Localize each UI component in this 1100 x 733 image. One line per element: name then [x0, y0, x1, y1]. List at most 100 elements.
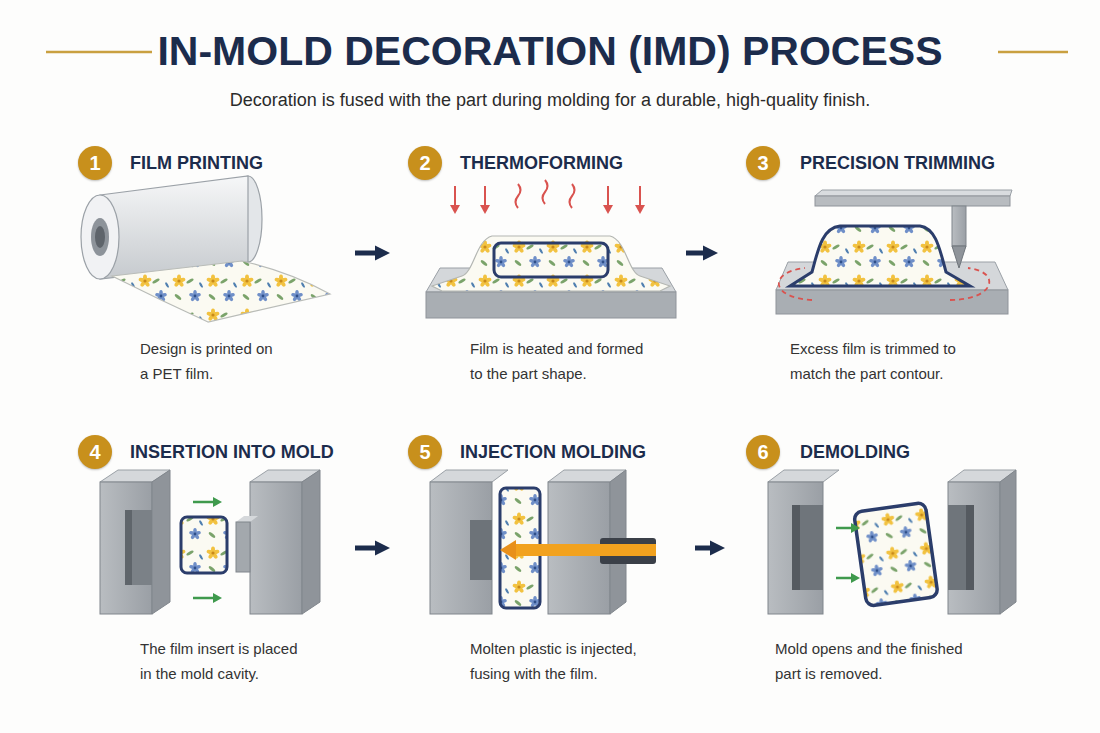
mold-half — [966, 505, 974, 590]
film-roll — [95, 226, 105, 248]
motion-arrow — [213, 497, 222, 507]
finished-part — [854, 502, 939, 606]
mold-half — [948, 470, 1016, 614]
film-insert — [181, 517, 227, 573]
motion-arrow — [836, 527, 852, 530]
flow-arrow — [686, 251, 706, 256]
heat-arrow — [607, 186, 609, 206]
process-step: INSERTION INTO MOLD The film insert is pl… — [75, 430, 345, 695]
finished-part — [854, 502, 939, 606]
heat-arrow — [484, 186, 486, 206]
motion-arrow — [836, 577, 852, 580]
heat-arrow — [639, 186, 641, 206]
formed-part — [790, 226, 970, 286]
motion-arrow — [213, 593, 222, 603]
process-step: THERMOFORMINGFilm is heated and formed t… — [405, 140, 675, 390]
step-number: 1 — [78, 146, 112, 180]
step-description: Design is printed on a PET film. — [140, 336, 282, 386]
motion-arrow — [851, 523, 860, 533]
film-insert — [181, 517, 227, 573]
formed-film — [432, 236, 670, 291]
diagram-subtitle: Decoration is fused with the part during… — [0, 88, 1100, 112]
step-heading: FILM PRINTING — [130, 152, 263, 174]
step-heading: INJECTION MOLDING — [460, 441, 646, 463]
motion-arrow — [836, 523, 860, 583]
step-heading: INSERTION INTO MOLD — [130, 441, 334, 463]
trimming-tool — [952, 246, 966, 268]
mold-half — [948, 482, 1000, 614]
step-description: Mold opens and the finished part is remo… — [775, 636, 972, 686]
heat-arrow — [516, 184, 521, 208]
title-rule — [46, 51, 152, 54]
step-number-badge: 2 — [408, 146, 442, 180]
mold-half — [100, 470, 170, 614]
mold-half — [100, 482, 152, 614]
mold-half — [792, 505, 823, 590]
film-roll — [81, 195, 119, 279]
diagram-title: IN-MOLD DECORATION (IMD) PROCESS — [0, 26, 1100, 76]
mold-half — [768, 482, 823, 614]
step-number: 3 — [746, 146, 780, 180]
step-description: Film is heated and formed to the part sh… — [470, 336, 652, 386]
flow-arrow — [355, 546, 378, 551]
motion-arrow — [193, 501, 214, 504]
formed-film — [432, 236, 670, 291]
mold-half — [125, 510, 152, 585]
injection-nozzle — [500, 540, 516, 560]
formed-part — [790, 226, 970, 286]
step-number-badge: 5 — [408, 435, 442, 469]
trimming-tool — [815, 190, 1012, 268]
motion-arrow — [193, 597, 214, 600]
step-heading: DEMOLDING — [800, 441, 910, 463]
mold-half — [1000, 470, 1016, 614]
flow-arrow — [355, 251, 378, 256]
injection-nozzle — [512, 544, 656, 556]
mold-half — [125, 510, 132, 585]
film-roll — [91, 218, 109, 256]
heat-arrow — [570, 184, 575, 208]
trim-line — [779, 268, 990, 300]
step-number-badge: 3 — [746, 146, 780, 180]
mold-half — [470, 520, 492, 580]
mold-half — [236, 470, 320, 614]
printed-film — [112, 261, 330, 322]
forming-platform — [426, 292, 676, 318]
mold-half — [250, 482, 302, 614]
mold-half — [768, 470, 839, 614]
heat-arrow — [635, 205, 645, 214]
trimming-tool — [815, 190, 1012, 196]
step-description: Excess film is trimmed to match the part… — [790, 336, 972, 386]
step-number: 6 — [746, 435, 780, 469]
process-step: FILM PRINTING Design is printed on a PET … — [75, 140, 345, 390]
step-description: Molten plastic is injected, fusing with … — [470, 636, 652, 686]
injection-nozzle — [500, 538, 656, 564]
mold-half — [236, 522, 250, 572]
step-description: The film insert is placed in the mold ca… — [140, 636, 307, 686]
mold-half — [430, 482, 492, 614]
mold-half — [768, 470, 839, 482]
mold-half — [792, 505, 800, 590]
mold-half — [302, 470, 320, 614]
trimming-tool — [952, 206, 966, 246]
heat-arrow — [454, 186, 456, 206]
process-step: DEMOLDING Mold opens and the finished par… — [743, 430, 1033, 695]
heat-arrow — [450, 205, 460, 214]
trimming-tool — [815, 196, 1010, 206]
mold-half — [236, 516, 258, 522]
step-number-badge: 4 — [78, 435, 112, 469]
formed-film — [494, 243, 608, 277]
process-step: INJECTION MOLDING Molten plastic is injec… — [405, 430, 675, 695]
step-number: 4 — [78, 435, 112, 469]
mold-half — [948, 505, 974, 590]
trimming-base — [776, 290, 1008, 314]
heat-arrow — [450, 180, 645, 214]
process-step: PRECISION TRIMMINGExcess film is trimmed… — [743, 140, 1033, 390]
flow-arrow — [695, 546, 713, 551]
step-number: 2 — [408, 146, 442, 180]
heat-arrow — [603, 205, 613, 214]
motion-arrow — [193, 497, 222, 603]
mold-half — [430, 470, 508, 614]
step-number: 5 — [408, 435, 442, 469]
step-number-badge: 1 — [78, 146, 112, 180]
